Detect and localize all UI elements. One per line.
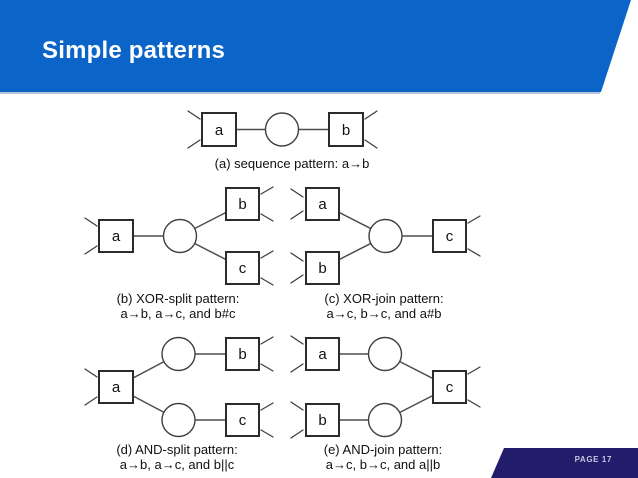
node-label-a: a	[318, 196, 327, 213]
stub-line	[187, 110, 201, 120]
stub-line	[187, 139, 201, 149]
transition-square-b	[225, 337, 260, 371]
stub-line	[290, 429, 304, 439]
node-label-b: b	[318, 412, 326, 429]
node-label-b: b	[342, 122, 350, 139]
transition-square-a	[201, 112, 237, 147]
transition-square-a	[98, 370, 134, 404]
pattern-c-diagram: a b c (c) XOR-join pattern: a→c, b→c, an…	[290, 187, 481, 321]
transition-square-c	[225, 251, 260, 285]
stub-line	[467, 399, 481, 408]
node-label-a: a	[112, 379, 121, 396]
transition-square-b	[305, 251, 340, 285]
header-edge-line	[0, 92, 600, 94]
footer-banner	[491, 448, 638, 478]
node-label-c: c	[446, 379, 454, 396]
place-circle-top	[161, 336, 196, 372]
slide-title: Simple patterns	[42, 37, 226, 64]
stub-line	[260, 429, 274, 438]
stub-line	[84, 217, 98, 227]
pattern-d-caption-line1: (d) AND-split pattern:	[116, 442, 237, 457]
node-label-a: a	[112, 228, 121, 245]
stub-line	[290, 188, 304, 198]
stub-line	[260, 186, 274, 195]
place-circle-bottom	[161, 402, 196, 438]
stub-line	[260, 250, 274, 259]
stub-line	[84, 368, 98, 378]
page-number-label: PAGE 17	[574, 455, 612, 464]
pattern-a-diagram: a b (a) sequence pattern: a→b	[187, 110, 378, 171]
stub-line	[290, 363, 304, 373]
stub-line	[290, 252, 304, 262]
node-label-a: a	[318, 346, 327, 363]
pattern-e-caption-line2: a→c, b→c, and a||b	[326, 457, 440, 472]
transition-square-c	[432, 219, 467, 253]
transition-square-b	[305, 403, 340, 437]
node-label-b: b	[318, 260, 326, 277]
stub-line	[467, 215, 481, 224]
pattern-b-caption-line2: a→b, a→c, and b#c	[121, 306, 236, 321]
place-circle-bottom	[367, 402, 403, 438]
stub-line	[260, 402, 274, 411]
stub-line	[364, 110, 378, 120]
stub-line	[260, 336, 274, 345]
stub-line	[290, 401, 304, 411]
stub-line	[84, 245, 98, 255]
stub-line	[290, 335, 304, 345]
node-label-a: a	[215, 122, 224, 139]
stub-line	[364, 139, 378, 149]
pattern-b-caption-line1: (b) XOR-split pattern:	[117, 291, 240, 306]
node-label-b: b	[238, 196, 246, 213]
transition-square-c	[432, 370, 467, 404]
node-label-c: c	[239, 260, 247, 277]
stub-line	[260, 363, 274, 372]
node-label-c: c	[446, 228, 454, 245]
pattern-c-caption-line2: a→c, b→c, and a#b	[327, 306, 442, 321]
node-label-b: b	[238, 346, 246, 363]
pattern-d-caption-line2: a→b, a→c, and b||c	[120, 457, 235, 472]
place-circle	[264, 112, 300, 147]
pattern-d-diagram: a b c (d) AND-split pattern: a→b, a→c, a…	[84, 336, 274, 472]
stub-line	[84, 396, 98, 406]
pattern-a-caption: (a) sequence pattern: a→b	[215, 156, 370, 171]
node-label-c: c	[239, 412, 247, 429]
transition-square-b	[328, 112, 364, 147]
header-banner	[0, 0, 631, 92]
stub-line	[467, 366, 481, 375]
place-circle	[162, 218, 198, 254]
pattern-e-diagram: a b c (e) AND-join pattern: a→c, b→c, an…	[290, 335, 481, 472]
transition-square-a	[305, 187, 340, 221]
pattern-e-caption-line1: (e) AND-join pattern:	[324, 442, 443, 457]
stub-line	[290, 274, 304, 284]
transition-square-a	[98, 219, 134, 253]
place-circle	[368, 218, 403, 254]
transition-square-c	[225, 403, 260, 437]
stub-line	[290, 210, 304, 220]
pattern-c-caption-line1: (c) XOR-join pattern:	[324, 291, 443, 306]
stub-line	[467, 248, 481, 257]
stub-line	[260, 213, 274, 222]
transition-square-b	[225, 187, 260, 221]
pattern-b-diagram: a b c (b) XOR-split pattern: a→b, a→c, a…	[84, 186, 274, 321]
transition-square-a	[305, 337, 340, 371]
stub-line	[260, 277, 274, 286]
place-circle-top	[367, 336, 403, 372]
